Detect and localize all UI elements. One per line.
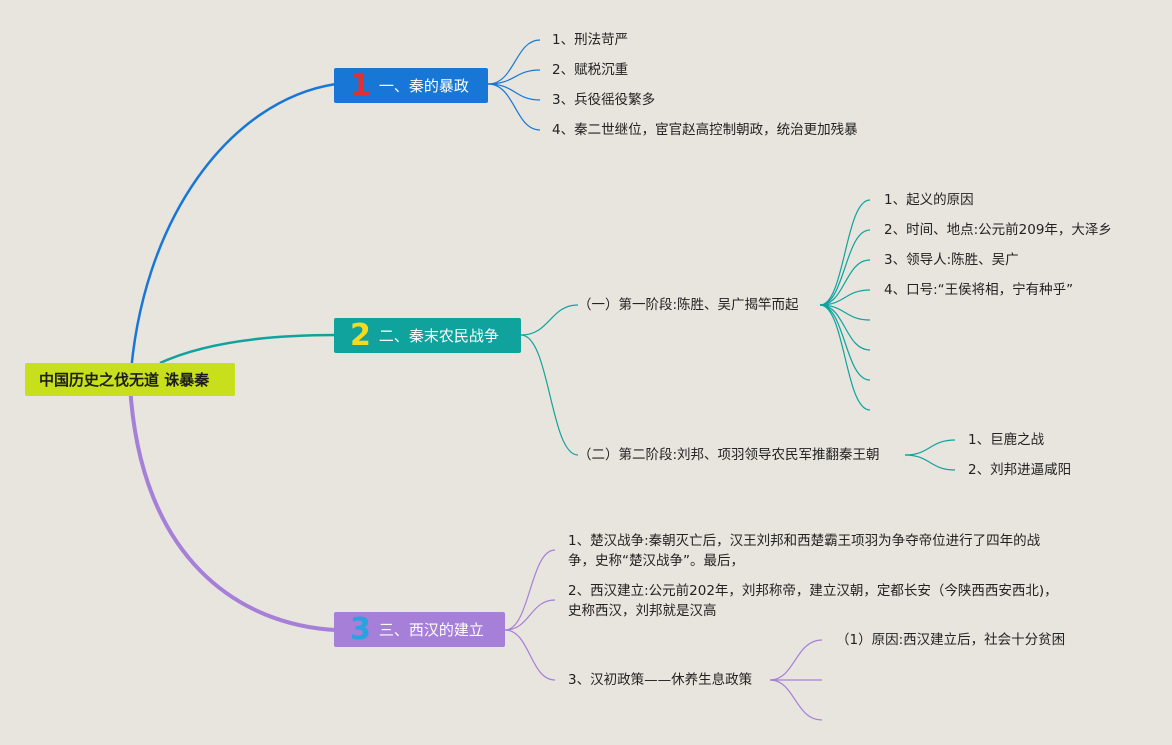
connector-root-branch3: [128, 384, 337, 632]
branch3-sub-item[interactable]: （1）原因:西汉建立后，社会十分贫困: [836, 632, 1066, 648]
branch-label-2: 二、秦末农民战争: [378, 327, 499, 345]
branch3-item[interactable]: 3、汉初政策——休养生息政策: [568, 672, 753, 688]
branch-label-3: 三、西汉的建立: [378, 621, 484, 639]
connectors-branch1: [487, 39, 541, 131]
root-node[interactable]: 中国历史之伐无道 诛暴秦: [25, 363, 235, 396]
connectors-branch3: [504, 549, 823, 721]
branch1-item[interactable]: 1、刑法苛严: [552, 32, 629, 48]
branch-number-3: 3: [350, 611, 371, 647]
branch2-stage-2[interactable]: （二）第二阶段:刘邦、项羽领导农民军推翻秦王朝: [578, 447, 880, 463]
stage1-item[interactable]: 2、时间、地点:公元前209年，大泽乡: [884, 222, 1112, 238]
branch1-item[interactable]: 3、兵役徭役繁多: [552, 92, 656, 108]
stage2-item[interactable]: 1、巨鹿之战: [968, 432, 1045, 448]
branch-node-1[interactable]: 1 一、秦的暴政: [334, 68, 488, 103]
branch3-item[interactable]: 1、楚汉战争:秦朝灭亡后，汉王刘邦和西楚霸王项羽为争夺帝位进行了四年的战争，史称…: [568, 533, 1041, 569]
branch1-item[interactable]: 2、赋税沉重: [552, 62, 629, 78]
branch2-stage-1[interactable]: （一）第一阶段:陈胜、吴广揭竿而起: [578, 297, 799, 313]
connector-root-branch1: [128, 82, 337, 386]
branch1-item[interactable]: 4、秦二世继位，宦官赵高控制朝政，统治更加残暴: [552, 122, 858, 138]
branch-label-1: 一、秦的暴政: [378, 77, 469, 95]
branch-number-2: 2: [350, 317, 371, 353]
branch-node-2[interactable]: 2 二、秦末农民战争: [334, 318, 521, 353]
branch-node-3[interactable]: 3 三、西汉的建立: [334, 612, 505, 647]
stage1-item[interactable]: 1、起义的原因: [884, 192, 974, 208]
stage1-item[interactable]: 3、领导人:陈胜、吴广: [884, 252, 1019, 268]
root-label: 中国历史之伐无道 诛暴秦: [39, 371, 210, 389]
connectors-branch2: [520, 199, 956, 471]
stage2-item[interactable]: 2、刘邦进逼咸阳: [968, 462, 1072, 478]
branch-number-1: 1: [350, 67, 371, 103]
stage1-item[interactable]: 4、口号:“王侯将相，宁有种乎”: [884, 282, 1074, 298]
branch3-item[interactable]: 2、西汉建立:公元前202年，刘邦称帝，建立汉朝，定都长安（今陕西西安西北)，史…: [568, 583, 1058, 619]
connector-root-branch2: [159, 333, 337, 365]
